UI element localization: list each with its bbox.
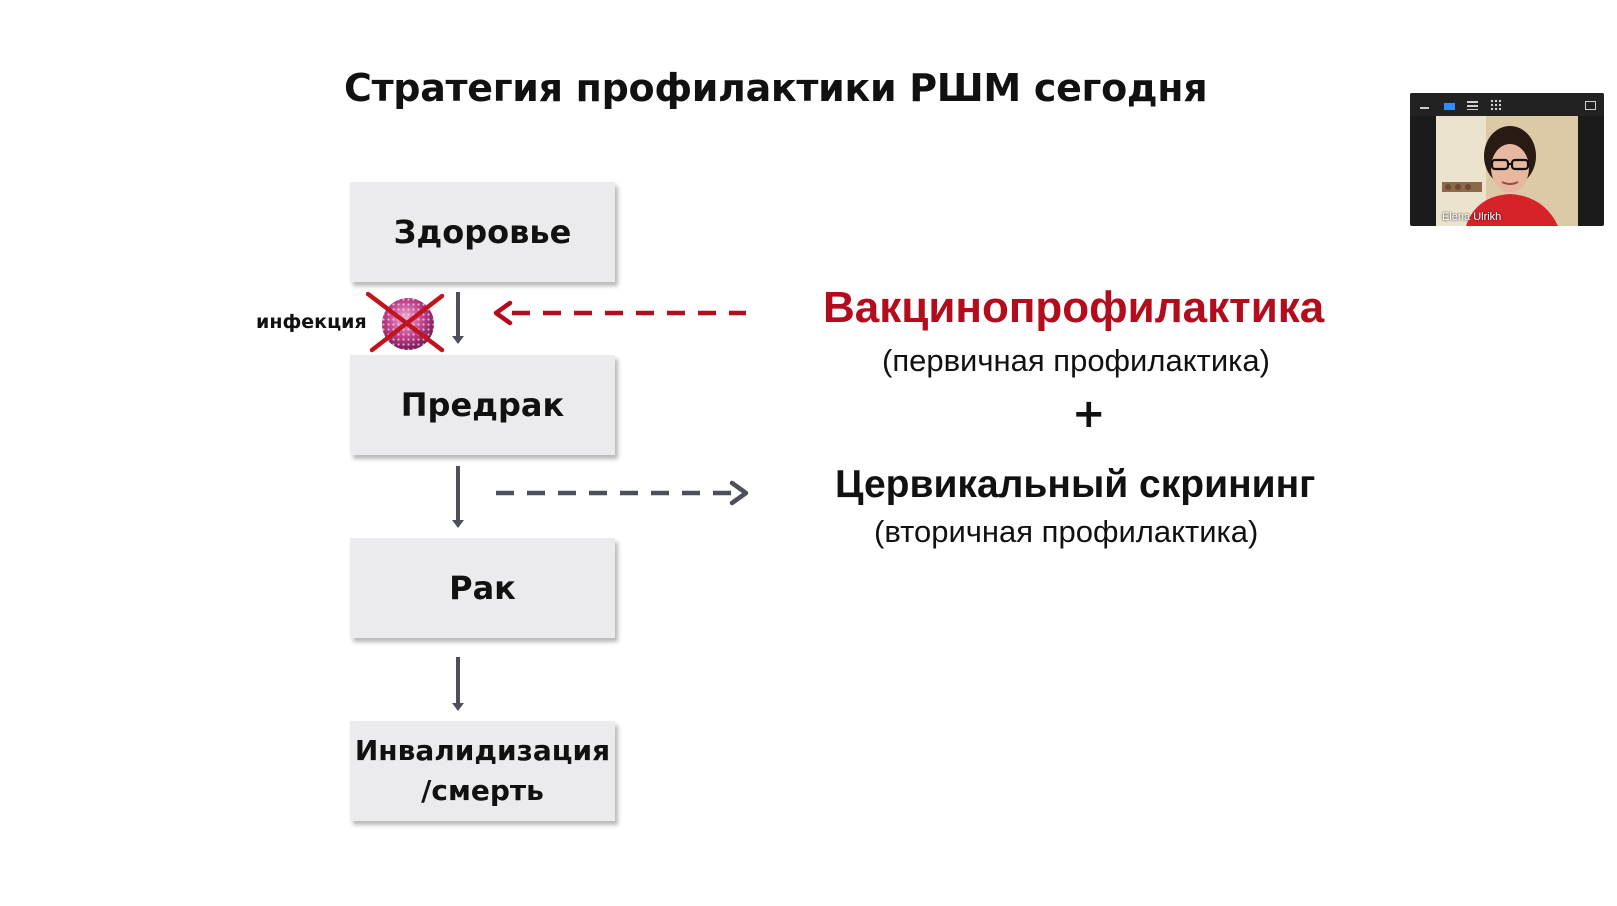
plus-sign: + [1072, 391, 1106, 437]
stage-disability-line2: /смерть [421, 774, 544, 807]
infection-label: инфекция [256, 311, 367, 333]
crossed-virus-icon [366, 292, 445, 353]
screening-title: Цервикальный скрининг [835, 463, 1316, 506]
minimize-icon[interactable] [1420, 107, 1429, 109]
participant-name: Elena Ulrikh [1442, 211, 1502, 223]
stage-cancer-box: Рак [350, 538, 615, 638]
video-thumbnail[interactable]: Elena Ulrikh [1410, 93, 1604, 226]
speaker-view-icon[interactable] [1444, 103, 1455, 110]
expand-icon[interactable] [1585, 101, 1596, 110]
stage-health-box: Здоровье [350, 182, 615, 282]
vaccination-dashed-arrow [493, 300, 746, 326]
video-toolbar [1410, 93, 1604, 116]
arrow-cancer-to-disability [452, 657, 464, 711]
list-view-icon[interactable] [1467, 101, 1478, 110]
stage-disability-death-box: Инвалидизация /смерть [350, 721, 615, 821]
stage-disability-line1: Инвалидизация [354, 734, 611, 767]
stage-precancer-box: Предрак [350, 355, 615, 455]
gallery-view-icon[interactable] [1490, 99, 1501, 110]
participant-video: Elena Ulrikh [1436, 116, 1578, 226]
arrow-health-to-precancer [452, 292, 464, 344]
participant-avatar [1436, 116, 1578, 226]
vaccination-subtitle: (первичная профилактика) [882, 343, 1270, 378]
slide-title: Стратегия профилактики РШМ сегодня [344, 66, 1208, 110]
vaccination-title: Вакцинопрофилактика [823, 283, 1325, 332]
screening-subtitle: (вторичная профилактика) [874, 514, 1259, 549]
arrow-precancer-to-cancer [452, 466, 464, 528]
screening-dashed-arrow [496, 480, 749, 506]
